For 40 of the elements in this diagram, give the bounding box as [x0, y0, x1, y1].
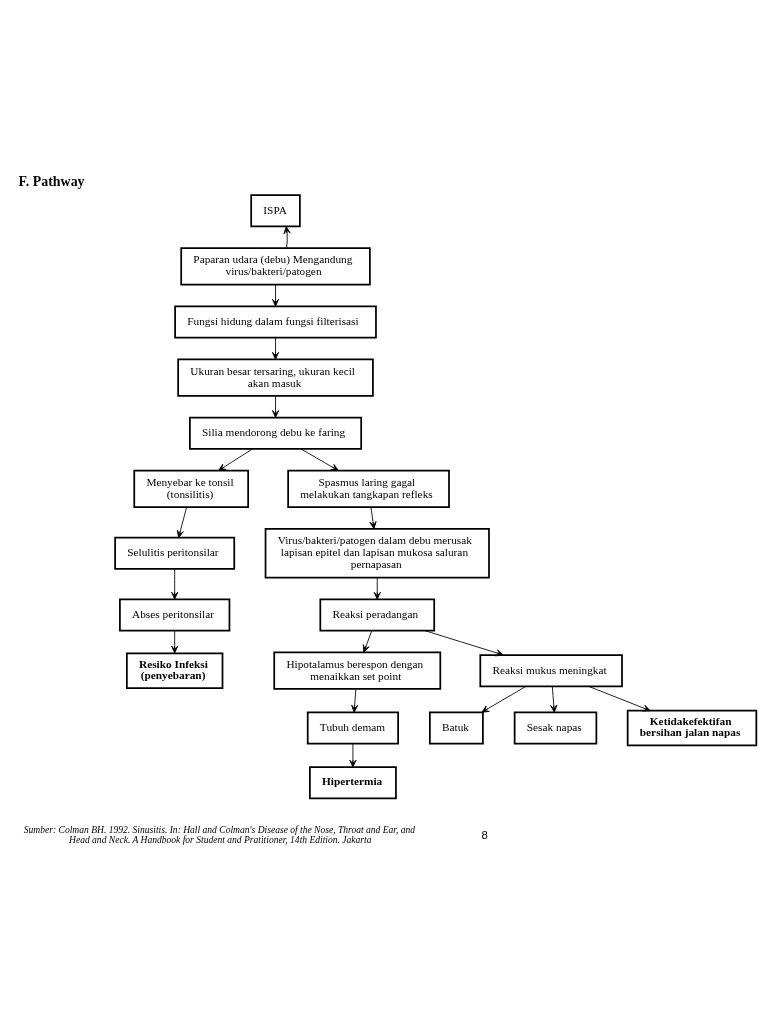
node-box: ISPA: [250, 194, 301, 228]
arrow: [588, 686, 651, 712]
node-box: Hipertermia: [309, 766, 397, 800]
arrow: [550, 686, 558, 713]
node-box: Sesak napas: [513, 711, 598, 745]
node-box: Paparan udara (debu) Mengandung virus/bakteri/patogen: [180, 247, 371, 286]
arrow: [349, 743, 357, 768]
node-box: Silia mendorong debu ke faring: [189, 416, 363, 450]
arrow: [171, 568, 179, 600]
label: 8: [481, 828, 488, 841]
node-box: Ukuran besar tersaring, ukuran kecil akan masuk: [177, 358, 374, 397]
node-box: Hipotalamus berespon dengan menaikkan set point: [273, 651, 442, 690]
arrow: [373, 577, 381, 600]
node-box: Fungsi hidung dalam fungsi filterisasi: [174, 305, 377, 339]
arrow: [271, 284, 280, 307]
arrow: [218, 448, 253, 472]
diagram-title: F. Pathway: [18, 174, 85, 190]
arrow: [351, 688, 359, 713]
node-box: Resiko Infeksi (penyebaran): [126, 652, 224, 689]
node-box: Menyebar ke tonsil (tonsilitis): [133, 469, 249, 509]
caption: Sumber: Colman BH. 1992. Sinusitis. In: Hall and Colman's Disease of the Nose, Throat and Ear, and Head and Neck. A Handbook for Student and Pratitioner, 14th Edition. Jakarta: [23, 824, 416, 845]
node-box: Selulitis peritonsilar: [114, 536, 236, 570]
node-box: Batuk: [429, 711, 484, 745]
node-box: Abses peritonsilar: [119, 598, 231, 632]
arrow: [424, 630, 504, 657]
node-box: Reaksi peradangan: [319, 598, 436, 632]
arrow: [271, 395, 280, 418]
arrow: [271, 337, 280, 360]
arrow: [369, 506, 377, 530]
arrow: [362, 630, 373, 653]
arrow: [176, 506, 188, 539]
node-box: Tubuh demam: [306, 711, 399, 745]
node-box: Spasmus laring gagal melakukan tangkapan refleks: [287, 469, 450, 509]
node-box: Ketidakefektifan bersihan jalan napas: [626, 709, 758, 747]
node-box: Virus/bakteri/patogen dalam debu merusak lapisan epitel dan lapisan mukosa saluran pernapasan: [264, 528, 490, 579]
arrow: [481, 686, 527, 713]
node-box: Reaksi mukus meningkat: [479, 654, 623, 688]
arrow: [283, 226, 291, 249]
arrow: [300, 448, 339, 472]
arrow: [171, 630, 179, 654]
